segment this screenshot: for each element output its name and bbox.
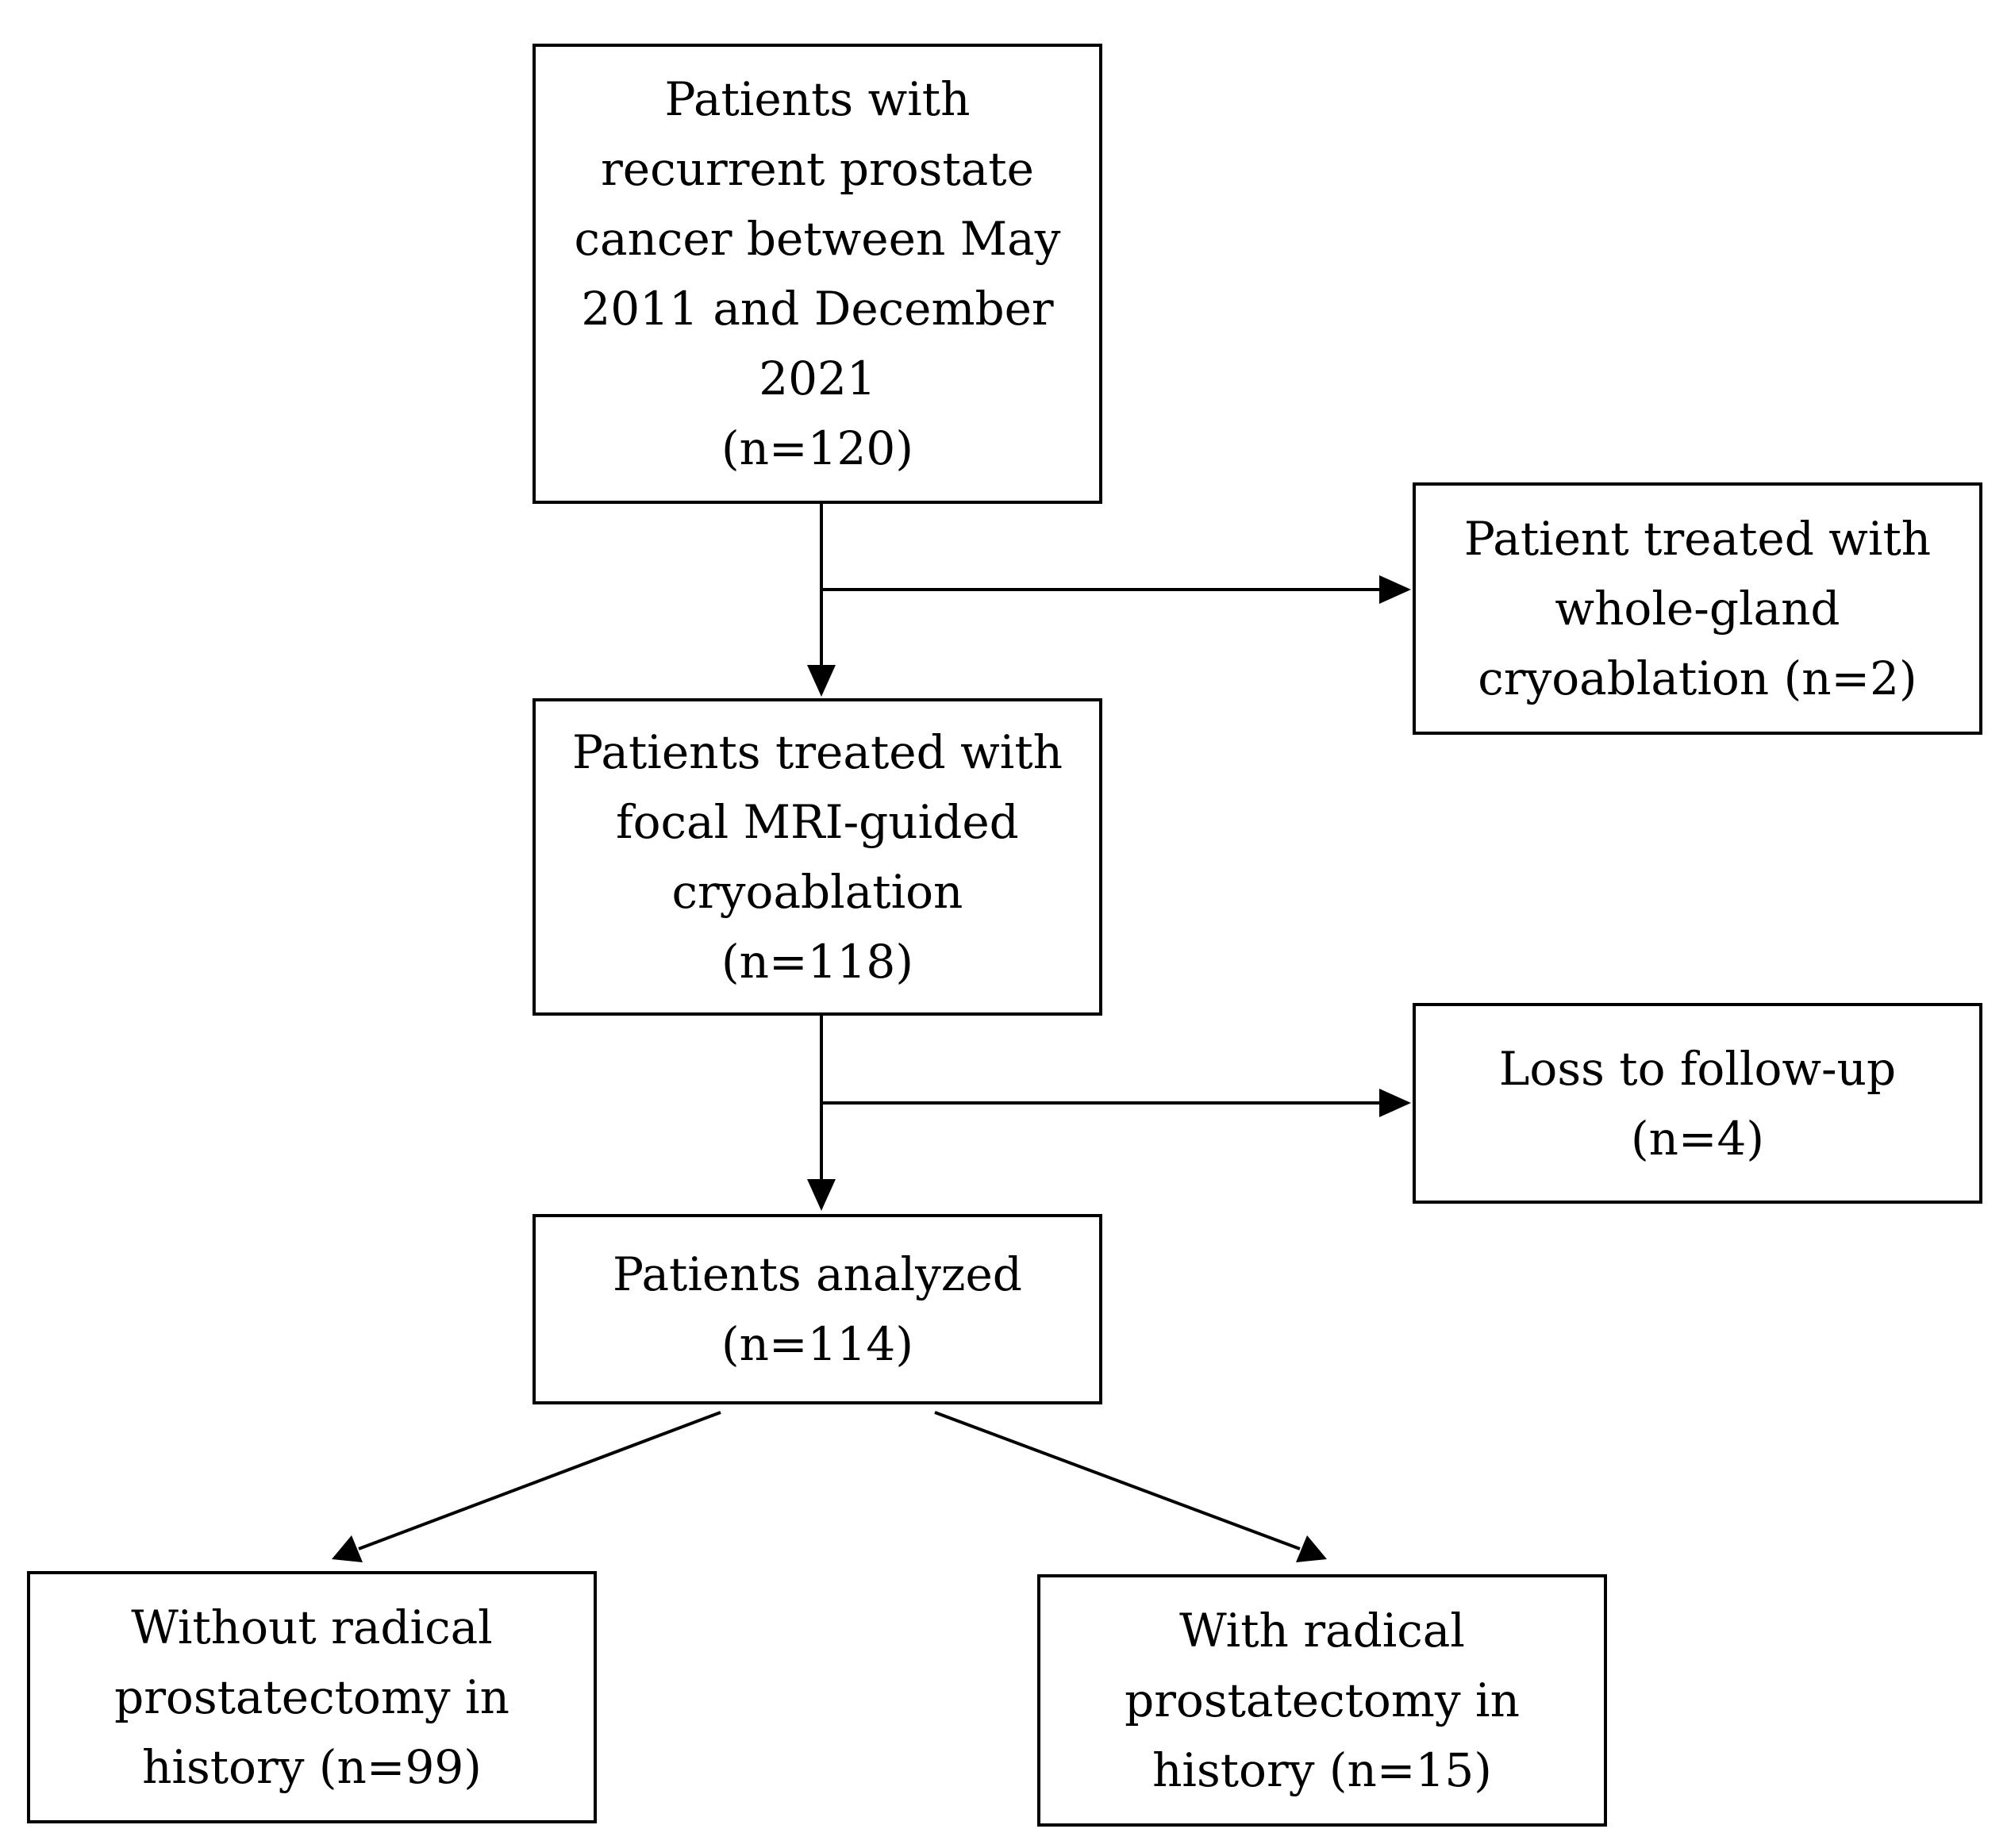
box-patients-analyzed: Patients analyzed (n=114) [533, 1214, 1102, 1404]
box-text-line: Patient treated with [1463, 512, 1932, 566]
box-text-line: Patients analyzed [613, 1247, 1022, 1301]
arrowhead-focal-to-analyzed [807, 1179, 836, 1211]
arrowhead-to-loss [1379, 1089, 1411, 1117]
arrowhead-to-whole-gland [1379, 575, 1411, 604]
box-text-line: Patients treated with [571, 725, 1063, 779]
box-text-line: recurrent prostate [601, 142, 1034, 196]
box-text-line: (n=114) [721, 1317, 913, 1371]
box-text-line: focal MRI-guided [616, 795, 1019, 849]
box-text-line: (n=4) [1630, 1111, 1765, 1166]
box-text-line: cryoablation (n=2) [1478, 651, 1917, 705]
box-text-line: prostatectomy in [1125, 1673, 1520, 1727]
box-text-line: history (n=99) [142, 1740, 482, 1794]
box-text-line: 2021 [759, 352, 876, 405]
arrowhead-to-with-rp [1296, 1535, 1327, 1562]
box-loss-to-follow-up: Loss to follow-up (n=4) [1413, 1003, 1982, 1204]
box-text-line: Patients with [664, 72, 971, 126]
box-whole-gland-cryoablation: Patient treated with whole-gland cryoabl… [1413, 482, 1982, 735]
box-without-radical-prostatectomy: Without radical prostatectomy in history… [27, 1571, 597, 1823]
box-text-line: (n=120) [721, 421, 913, 475]
box-recurrent-patients: Patients with recurrent prostate cancer … [533, 44, 1102, 504]
box-text-line: prostatectomy in [114, 1670, 509, 1724]
arrowhead-to-without-rp [332, 1535, 363, 1562]
arrow-to-without-rp [358, 1411, 721, 1550]
arrow-to-with-rp [934, 1411, 1301, 1550]
arrowhead-start-to-focal [807, 665, 836, 697]
box-text-line: 2011 and December [581, 282, 1054, 336]
box-focal-cryoablation: Patients treated with focal MRI-guided c… [533, 698, 1102, 1016]
box-text-line: Loss to follow-up [1498, 1041, 1897, 1096]
box-with-radical-prostatectomy: With radical prostatectomy in history (n… [1037, 1574, 1607, 1827]
box-text-line: Without radical [131, 1600, 493, 1654]
box-text-line: (n=118) [721, 935, 913, 989]
box-text-line: cancer between May [574, 212, 1061, 266]
box-text-line: With radical [1179, 1604, 1465, 1658]
box-text-line: history (n=15) [1152, 1743, 1492, 1797]
box-text-line: whole-gland [1555, 582, 1840, 636]
box-text-line: cryoablation [671, 865, 963, 919]
